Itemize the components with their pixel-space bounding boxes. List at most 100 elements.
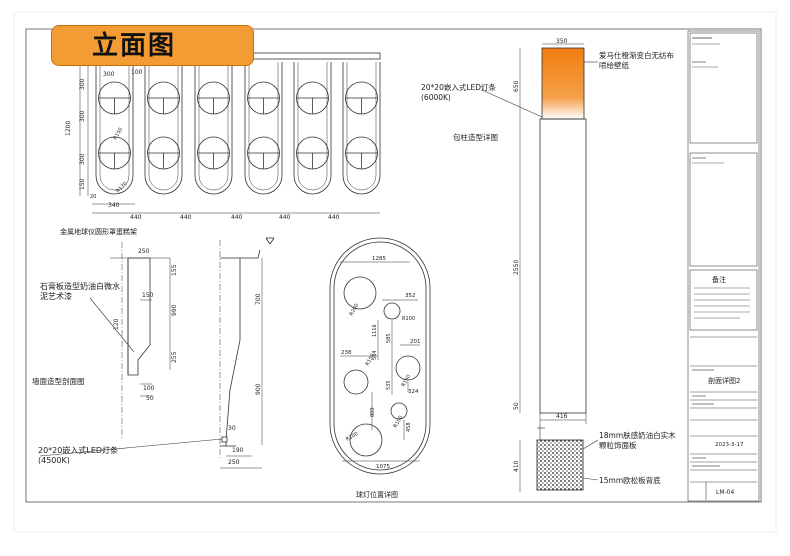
ball-dim-238: 238: [341, 350, 352, 356]
rack-inner-frame-6: [346, 62, 377, 191]
column-led-label-box: 20*20嵌入式LED灯条(6000K): [421, 83, 497, 102]
rack-frame-6: [342, 62, 381, 195]
rack-frame-3: [194, 62, 233, 195]
ball-dim-458: 458: [406, 422, 412, 432]
wall-led-label: 20*20嵌入式LED灯条 (4500K): [38, 446, 119, 465]
column-orange-top: [541, 47, 585, 120]
wall-dim-255: 255: [171, 351, 178, 363]
rack-dim-100-top: 100: [131, 69, 143, 76]
column-drawing: [481, 43, 599, 492]
ball-dim-201: 201: [410, 339, 421, 345]
ball-dim-r200: R200: [349, 303, 361, 317]
drawing-name: 剖面详图2: [708, 376, 740, 385]
column-rock-label: 18mm肤感奶油白实木颗粒饰面板: [599, 431, 676, 450]
rack-frame-4: [244, 62, 283, 195]
column-body: [539, 118, 587, 414]
column-board-label: 15mm欧松板背底: [599, 475, 661, 485]
column-dim-410: 410: [513, 460, 520, 472]
rack-inner-frame-5: [297, 62, 328, 191]
ball-5: [390, 402, 408, 420]
rack-frame-1: [95, 62, 134, 195]
wall-dim-100: 100: [143, 385, 155, 392]
rack-frame-2: [144, 62, 183, 195]
rack-dim-300b: 300: [79, 110, 86, 122]
rack-spacing-4: 440: [279, 214, 291, 221]
wall-dim-120: 120: [113, 318, 120, 330]
wall-dim-150: 150: [142, 292, 154, 299]
column-wallpaper-label-box: 爱马仕橙渐变白无纺布喷绘壁纸: [599, 51, 674, 70]
sheet-number: LM-04: [716, 489, 735, 496]
wall-dim-155: 155: [171, 264, 178, 276]
column-led-label: 20*20嵌入式LED灯条(6000K): [421, 83, 497, 102]
wall-stone-label: 石膏板造型奶油白微水泥艺术漆: [40, 282, 120, 301]
column-dim-416: 416: [556, 413, 568, 420]
wall-led-label-box: 20*20嵌入式LED灯条 (4500K): [38, 446, 119, 465]
rack-inner-frame-1: [99, 62, 130, 191]
rack-spacing-5: 440: [328, 214, 340, 221]
ball-dim-564: 564: [372, 350, 378, 360]
rack-inner-frame-2: [148, 62, 179, 191]
rack-dim-r150: R150: [113, 127, 125, 141]
wall-dim-190: 190: [232, 447, 244, 454]
wall-led-leader: [39, 438, 223, 457]
rack-dim-340: 340: [108, 202, 120, 209]
drawing-date: 2023-3-17: [715, 442, 744, 448]
rack-dim-300c: 300: [79, 153, 86, 165]
title-badge: 立面图: [51, 25, 254, 66]
wall-dim-250b: 250: [228, 459, 240, 466]
column-dim-350: 350: [556, 38, 568, 45]
rack-inner-frame-3: [198, 62, 229, 191]
rack-caption: 金属地球仪圆形罩蛋糕架: [60, 227, 137, 236]
wall-dim-50: 50: [146, 395, 154, 402]
ball-dim-r100a: R100: [402, 316, 415, 322]
rack-inner-frame-4: [248, 62, 279, 191]
rack-spacing-3: 440: [231, 214, 243, 221]
wall-dim-700: 700: [255, 293, 262, 305]
sheet-frame: [25, 28, 762, 503]
rack-frame-5: [293, 62, 332, 195]
rack-dim-300a: 300: [79, 78, 86, 90]
rack-spacing-1: 440: [130, 214, 142, 221]
column-rock-label-box: 18mm肤感奶油白实木颗粒饰面板: [599, 431, 676, 450]
ball-dim-809: 809: [370, 407, 376, 417]
rack-drawing: [79, 52, 381, 214]
rack-dim-20: 20: [90, 194, 96, 200]
rack-dim-300-top: 300: [103, 71, 115, 78]
ball-6: [349, 423, 383, 457]
column-section-fill: [536, 439, 584, 491]
ball-2: [383, 302, 401, 320]
ball-dim-585: 585: [386, 333, 392, 343]
ball-lamp-drawing: [329, 237, 431, 475]
ball-dim-1116: 1116: [372, 324, 378, 337]
title-block: [687, 30, 760, 502]
wall-stone-leader: [89, 297, 135, 353]
column-dim-650: 650: [513, 80, 520, 92]
ball-dim-top: 1285: [372, 256, 386, 262]
notes-title: 备注: [712, 275, 726, 284]
sheet-shadow-frame: [13, 11, 777, 533]
ball-4: [343, 369, 369, 395]
wall-caption: 墙面造型剖面图: [32, 376, 85, 386]
wall-dim-30: 30: [228, 425, 236, 432]
ball-dim-535: 535: [386, 380, 392, 390]
ball-dim-352: 352: [405, 293, 416, 299]
ball-dim-bottom: 1075: [376, 464, 390, 470]
column-caption: 包柱造型详图: [453, 132, 498, 142]
column-wallpaper-label: 爱马仕橙渐变白无纺布喷绘壁纸: [599, 51, 674, 70]
wall-dim-900: 900: [255, 383, 262, 395]
wall-dim-990: 990: [171, 304, 178, 316]
rack-spacing-2: 440: [180, 214, 192, 221]
rack-dim-150: 150: [79, 178, 86, 190]
ball-dim-r150c: R150: [401, 374, 413, 388]
ball-dim-324: 324: [408, 389, 419, 395]
rack-dim-1200: 1200: [65, 121, 72, 136]
ball-dim-r150b: R150: [365, 353, 377, 367]
column-dim-2550: 2550: [513, 260, 520, 275]
wall-stone-label-box: 石膏板造型奶油白微水泥艺术漆: [40, 282, 120, 301]
wall-dim-250: 250: [138, 248, 150, 255]
ball-dim-r100c: R100: [345, 431, 359, 443]
ball-dim-r100b: R100: [393, 415, 405, 429]
ball-3: [395, 355, 421, 381]
ball-1: [343, 276, 377, 310]
